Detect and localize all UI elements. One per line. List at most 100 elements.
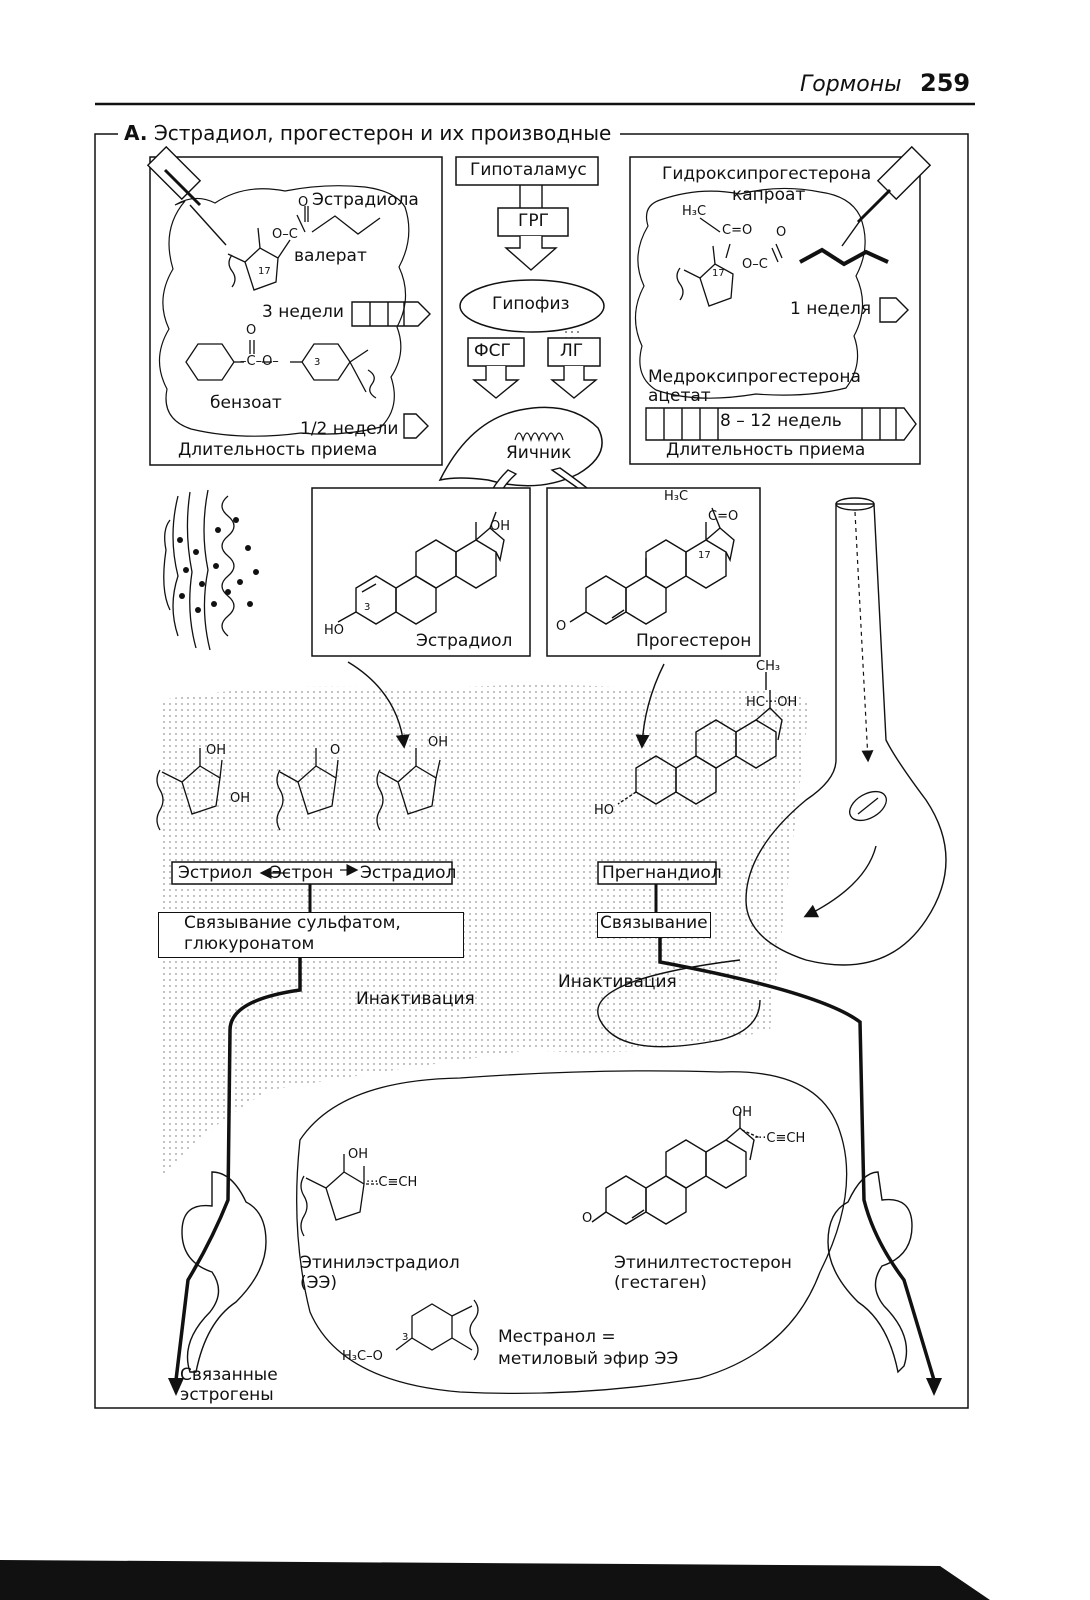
chem-co-benzoate: –C–O– bbox=[240, 354, 279, 369]
chem-o-benzoate: O bbox=[246, 323, 257, 338]
gut-to-liver-arrow bbox=[803, 845, 877, 918]
chem-17-valerate: 17 bbox=[258, 266, 271, 277]
hypothalamus-box bbox=[455, 156, 599, 186]
progesterone-skeleton bbox=[569, 507, 735, 625]
inactivation-right-label: Инактивация bbox=[558, 972, 677, 992]
one-week-bar bbox=[879, 297, 909, 323]
page-number: 259 bbox=[920, 69, 971, 97]
hydroxyprogesterone-label-1: Гидроксипрогестерона bbox=[662, 164, 872, 184]
hydroxyprogesterone-caproate-structure bbox=[676, 217, 889, 307]
ethinylestradiol-ring bbox=[300, 1154, 378, 1237]
half-week-label: 1/2 недели bbox=[300, 419, 399, 439]
estrogen-metabolites-box bbox=[171, 861, 453, 885]
right-wavy-outline bbox=[634, 187, 866, 399]
chem-h3co-mestranol: H₃C–O bbox=[342, 1349, 383, 1364]
ovary-label: Яичник bbox=[506, 443, 572, 464]
eight-twelve-weeks-bar bbox=[645, 407, 917, 441]
chem-3-estradiol: 3 bbox=[364, 602, 371, 613]
prog-excretion-arrowhead bbox=[926, 1378, 942, 1396]
estradiol-valerate-structure bbox=[227, 206, 381, 291]
left-kidney-icon bbox=[181, 1171, 267, 1373]
chem-ethynyl-ee: ···C≡CH bbox=[366, 1175, 418, 1190]
chem-ch3-pregnanediol: CH₃ bbox=[756, 659, 781, 674]
ovary-follicles bbox=[514, 432, 564, 443]
binding-estrogen-box bbox=[158, 912, 464, 958]
page-bottom-edge bbox=[0, 1560, 990, 1600]
chem-h3c-caproate: H₃C bbox=[682, 204, 707, 219]
right-duration-label: Длительность приема bbox=[666, 440, 866, 460]
estrogen-excretion-path bbox=[174, 956, 302, 1381]
lg-label: ЛГ bbox=[560, 341, 584, 361]
chem-oc-caproate: O–C bbox=[742, 257, 768, 272]
chem-ceq-caproate: C=O bbox=[722, 223, 753, 238]
chem-h3c-progesterone: H₃C bbox=[664, 489, 689, 504]
chem-ceq-progesterone: C=O bbox=[708, 509, 739, 524]
syringe-right-icon bbox=[841, 145, 932, 247]
ethinyltestosterone-label-2: (гестаген) bbox=[614, 1273, 707, 1293]
section-frame bbox=[94, 133, 969, 1409]
chem-3-mestranol: 3 bbox=[402, 1332, 409, 1343]
estradiol-metabolite-label: Эстрадиол bbox=[360, 863, 457, 883]
absorbed-drug-dots bbox=[177, 517, 259, 613]
bound-estrogens-label-2: эстрогены bbox=[180, 1385, 274, 1405]
half-week-bar bbox=[403, 413, 429, 439]
mestranol-label-2: метиловый эфир ЭЭ bbox=[498, 1349, 679, 1369]
binding-prog-box bbox=[597, 912, 711, 938]
estriol-label: Эстриол bbox=[178, 863, 253, 883]
estrone-ring bbox=[276, 748, 339, 831]
prog-excretion-path bbox=[658, 936, 936, 1381]
chem-3-benzoate: 3 bbox=[314, 357, 321, 368]
chem-17-caproate: 17 bbox=[712, 268, 725, 279]
section-title-text: Эстрадиол, прогестерон и их производные bbox=[153, 121, 612, 145]
grg-label: ГРГ bbox=[518, 211, 549, 231]
three-weeks-bar bbox=[351, 301, 431, 327]
estradiol-to-liver-arrow bbox=[347, 661, 410, 749]
estrone-label: Эстрон bbox=[270, 863, 334, 883]
axis-arrow-2 bbox=[504, 236, 558, 271]
pituitary-stalk bbox=[562, 328, 582, 338]
mestranol-label-1: Местранол = bbox=[498, 1327, 616, 1347]
eight-twelve-weeks-label: 8 – 12 недель bbox=[720, 411, 842, 432]
chem-o-et: O bbox=[582, 1211, 593, 1226]
ethinylestradiol-label-2: (ЭЭ) bbox=[300, 1273, 338, 1293]
chem-oh-et: OH bbox=[732, 1105, 753, 1120]
estradiol-benzoate-structure bbox=[185, 340, 377, 399]
chem-oh-estradiol-ring: OH bbox=[428, 735, 449, 750]
binding-estrogen-line1: Связывание сульфатом, bbox=[184, 913, 401, 933]
one-week-label: 1 неделя bbox=[790, 299, 872, 319]
bound-estrogens-label-1: Связанные bbox=[180, 1365, 278, 1385]
left-duration-label: Длительность приема bbox=[178, 440, 378, 460]
synthetics-outline bbox=[296, 1070, 848, 1395]
section-title: A. Эстрадиол, прогестерон и их производн… bbox=[118, 121, 618, 145]
chem-oh-ee: OH bbox=[348, 1147, 369, 1162]
pregnanediol-label: Прегнандиол bbox=[602, 863, 722, 883]
chem-ethynyl-et: ···C≡CH bbox=[754, 1131, 806, 1146]
ethinyltestosterone-skeleton bbox=[591, 1112, 761, 1225]
three-weeks-label: 3 недели bbox=[262, 302, 344, 322]
oral-route-tube bbox=[745, 503, 947, 966]
pregnanediol-skeleton bbox=[617, 672, 783, 805]
medroxyprogesterone-label-1: Медроксипрогестерона bbox=[648, 367, 861, 387]
axis-arrow-1 bbox=[519, 185, 543, 208]
medroxyprogesterone-label-2: ацетат bbox=[648, 386, 711, 406]
pituitary-ellipse bbox=[459, 279, 605, 333]
chem-ho-pregnanediol: HO bbox=[594, 803, 615, 818]
pill-icon bbox=[849, 790, 887, 822]
estradiol-skeleton bbox=[337, 511, 505, 625]
estradiol-ring bbox=[376, 748, 441, 831]
hydroxyprogesterone-label-2: капроат bbox=[732, 185, 806, 205]
chem-o-progesterone: O bbox=[556, 619, 567, 634]
estradiol-structure-box bbox=[311, 487, 531, 657]
intestine-loop bbox=[597, 959, 761, 1048]
oral-route-opening bbox=[835, 497, 875, 511]
estrogen-excretion-arrowhead bbox=[168, 1378, 184, 1396]
chem-oh-estradiol: OH bbox=[490, 519, 511, 534]
fsg-label: ФСГ bbox=[474, 341, 511, 361]
estradiol-structure-label: Эстрадиол bbox=[416, 631, 513, 651]
estradiol-valerate-label-2: валерат bbox=[294, 246, 367, 266]
ethinyltestosterone-label-1: Этинилтестостерон bbox=[614, 1253, 792, 1273]
skin-patch-icon bbox=[163, 489, 235, 651]
benzoate-label: бензоат bbox=[210, 393, 282, 413]
binding-prog-label: Связывание bbox=[600, 913, 708, 933]
